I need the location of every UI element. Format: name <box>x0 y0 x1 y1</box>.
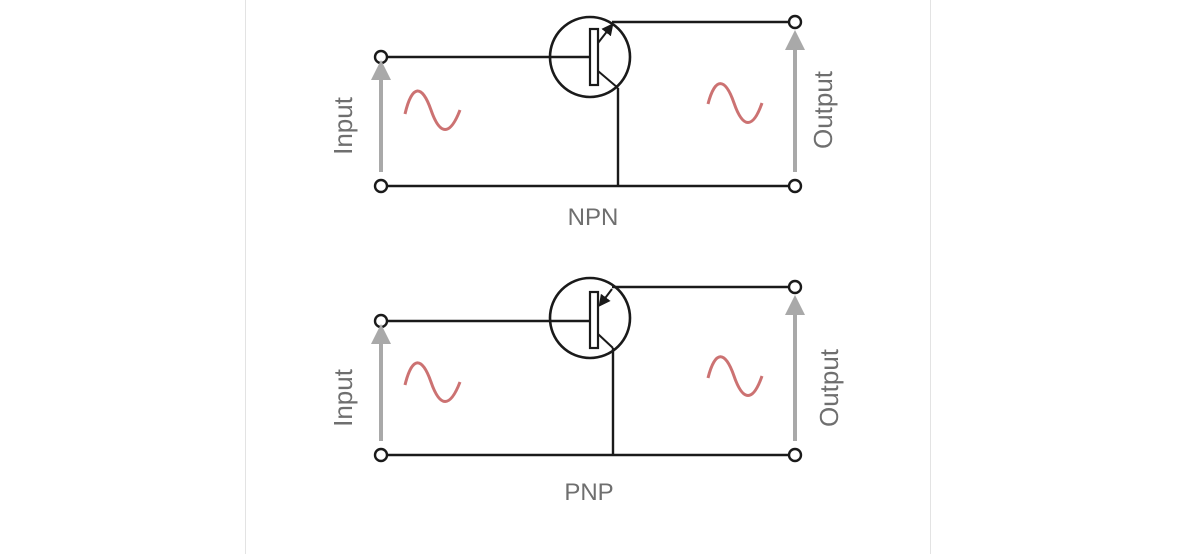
npn-circuit: Input Output NPN <box>328 14 838 231</box>
npn-output-terminal-bottom <box>787 178 803 194</box>
npn-input-terminal-top <box>373 49 389 65</box>
pnp-base-bar <box>588 290 600 350</box>
npn-input-terminal-bottom <box>373 178 389 194</box>
pnp-collector-lead <box>597 333 614 349</box>
npn-output-sine-icon <box>706 82 764 124</box>
npn-output-terminal-top <box>787 14 803 30</box>
pnp-emitter-arrow <box>598 288 613 307</box>
pnp-caption: PNP <box>564 479 613 506</box>
npn-emitter-arrow <box>597 23 614 44</box>
pnp-input-sine-icon <box>403 361 462 403</box>
pnp-circuit: Input Output PNP <box>328 276 844 506</box>
npn-collector-lead <box>597 70 619 89</box>
pnp-input-terminal-top <box>373 313 389 329</box>
npn-caption: NPN <box>568 204 619 231</box>
pnp-input-terminal-bottom <box>373 447 389 463</box>
npn-base-bar <box>588 27 600 87</box>
pnp-output-label: Output <box>814 348 844 427</box>
pnp-output-terminal-top <box>787 279 803 295</box>
pnp-output-terminal-bottom <box>787 447 803 463</box>
pnp-input-label: Input <box>328 368 358 427</box>
npn-output-label: Output <box>808 70 838 149</box>
npn-input-label: Input <box>328 96 358 155</box>
npn-transistor-circle <box>548 15 632 99</box>
pnp-output-sine-icon <box>706 355 764 397</box>
npn-input-sine-icon <box>403 89 462 131</box>
pnp-transistor-circle <box>548 276 632 360</box>
